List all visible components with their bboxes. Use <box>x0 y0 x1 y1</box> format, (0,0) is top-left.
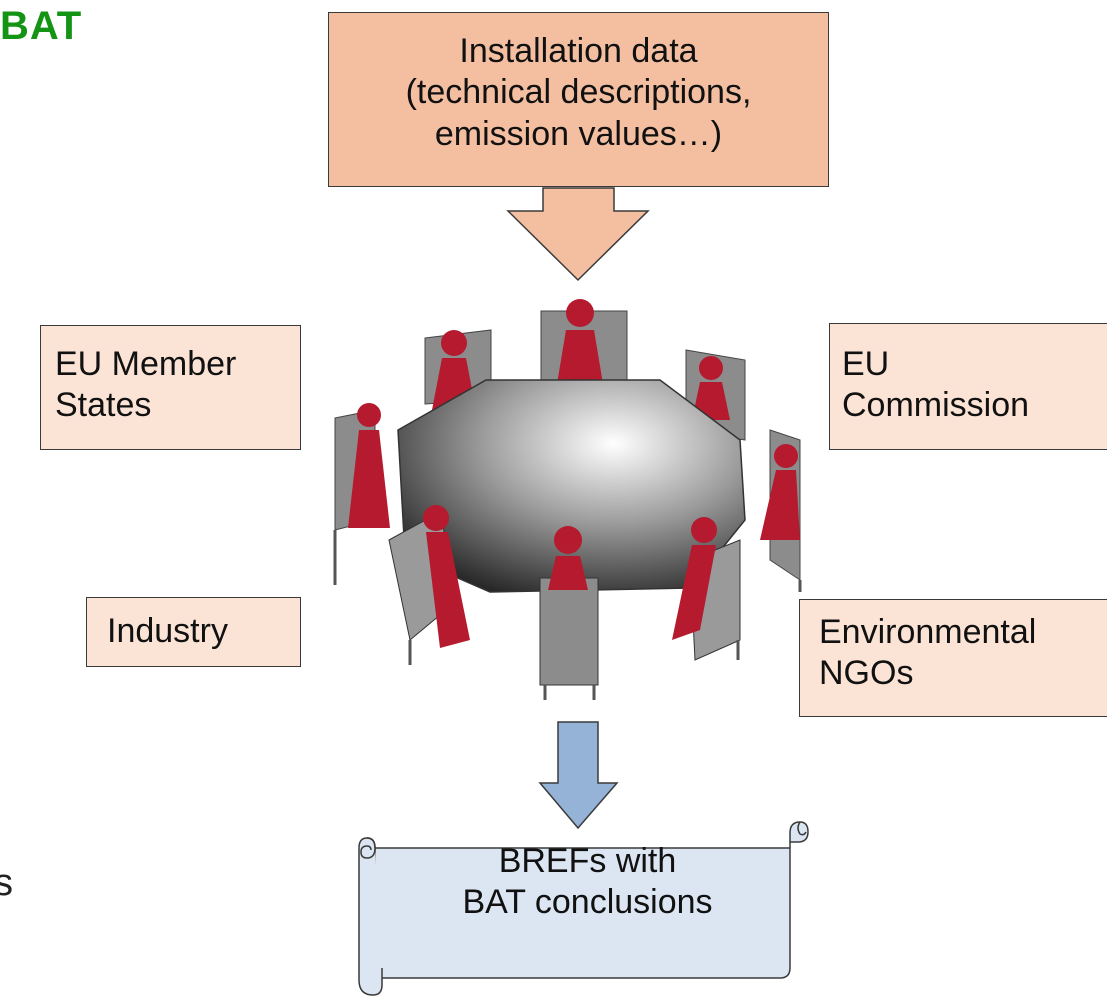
eu-commission-box: EU Commission <box>829 323 1107 450</box>
person-figure <box>566 299 594 327</box>
person-figure <box>691 517 717 543</box>
person-figure <box>441 330 467 356</box>
output-line-1: BREFs with <box>498 842 677 880</box>
industry-box: Industry <box>86 597 301 667</box>
bref-scroll-shape <box>358 821 809 996</box>
industry-label: Industry <box>107 612 228 650</box>
installation-line-2: (technical descriptions, <box>405 73 752 112</box>
installation-line-1: Installation data <box>459 32 698 70</box>
person-figure <box>423 505 449 531</box>
input-arrow <box>506 187 650 282</box>
person-figure <box>774 444 798 468</box>
environmental-ngos-box: Environmental NGOs <box>799 599 1107 717</box>
commission-line-1: EU <box>842 345 890 383</box>
member-states-line-2: States <box>55 386 152 425</box>
member-states-line-1: EU Member <box>55 345 237 383</box>
ngos-line-1: Environmental <box>819 613 1037 651</box>
commission-line-2: Commission <box>842 386 1030 425</box>
person-figure <box>357 403 381 427</box>
person-figure <box>699 356 723 380</box>
cropped-text-fragment: s <box>0 862 13 904</box>
person-figure <box>554 526 582 554</box>
chair <box>539 577 599 686</box>
installation-data-box: Installation data (technical description… <box>328 12 829 187</box>
brefs-output-label: BREFs with BAT conclusions <box>385 841 790 924</box>
output-arrow <box>538 721 619 830</box>
ngos-line-2: NGOs <box>819 654 914 693</box>
eu-member-states-box: EU Member States <box>40 325 301 450</box>
output-line-2: BAT conclusions <box>462 883 713 922</box>
installation-line-3: emission values…) <box>434 114 723 153</box>
slide-title-fragment: BAT <box>0 4 83 48</box>
meeting-table-illustration <box>333 299 802 700</box>
